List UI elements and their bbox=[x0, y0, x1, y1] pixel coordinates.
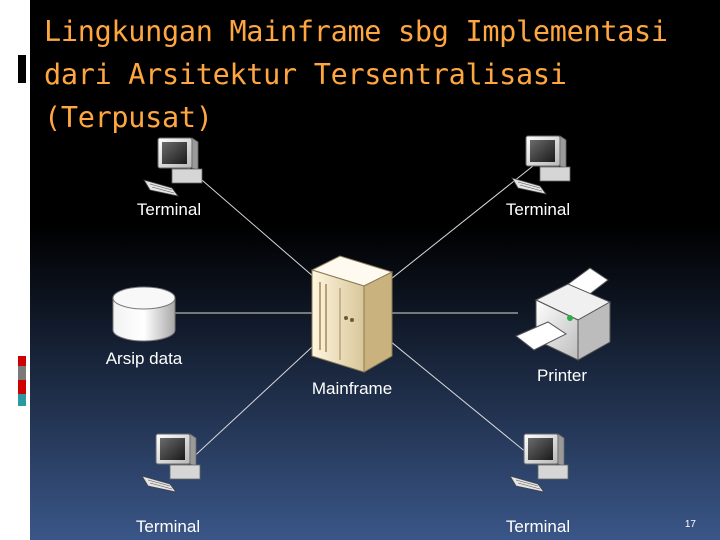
accent-bar-teal bbox=[18, 394, 26, 406]
node-terminal-bottom-right: Terminal bbox=[506, 433, 570, 536]
node-terminal-top-right: Terminal bbox=[506, 135, 571, 219]
desktop-computer-icon bbox=[141, 433, 201, 493]
centralized-architecture-diagram: Terminal Terminal Arsip data bbox=[106, 135, 612, 536]
desktop-computer-icon bbox=[143, 137, 203, 197]
accent-bar-red-1 bbox=[18, 356, 26, 366]
desktop-computer-icon bbox=[511, 135, 571, 195]
database-cylinder-icon bbox=[112, 286, 176, 342]
slide-title: Lingkungan Mainframe sbg Implementasi da… bbox=[44, 15, 668, 134]
terminal-bottom-left-label: Terminal bbox=[136, 517, 200, 536]
printer-icon bbox=[515, 267, 612, 361]
terminal-top-left-label: Terminal bbox=[137, 200, 201, 219]
node-mainframe: Mainframe bbox=[310, 255, 394, 398]
node-printer: Printer bbox=[515, 267, 612, 385]
accent-bar-gray bbox=[18, 366, 26, 380]
archive-label: Arsip data bbox=[106, 349, 183, 368]
node-archive: Arsip data bbox=[106, 286, 183, 368]
node-terminal-bottom-left: Terminal bbox=[136, 433, 201, 536]
printer-label: Printer bbox=[537, 366, 587, 385]
mainframe-server-icon bbox=[310, 255, 394, 373]
node-terminal-top-left: Terminal bbox=[137, 137, 203, 219]
accent-bar-red-2 bbox=[18, 380, 26, 394]
terminal-top-right-label: Terminal bbox=[506, 200, 570, 219]
slide-number: 17 bbox=[684, 519, 696, 530]
terminal-bottom-right-label: Terminal bbox=[506, 517, 570, 536]
left-margin bbox=[0, 0, 30, 540]
desktop-computer-icon bbox=[509, 433, 569, 493]
accent-bar-black bbox=[18, 55, 26, 83]
mainframe-label: Mainframe bbox=[312, 379, 392, 398]
